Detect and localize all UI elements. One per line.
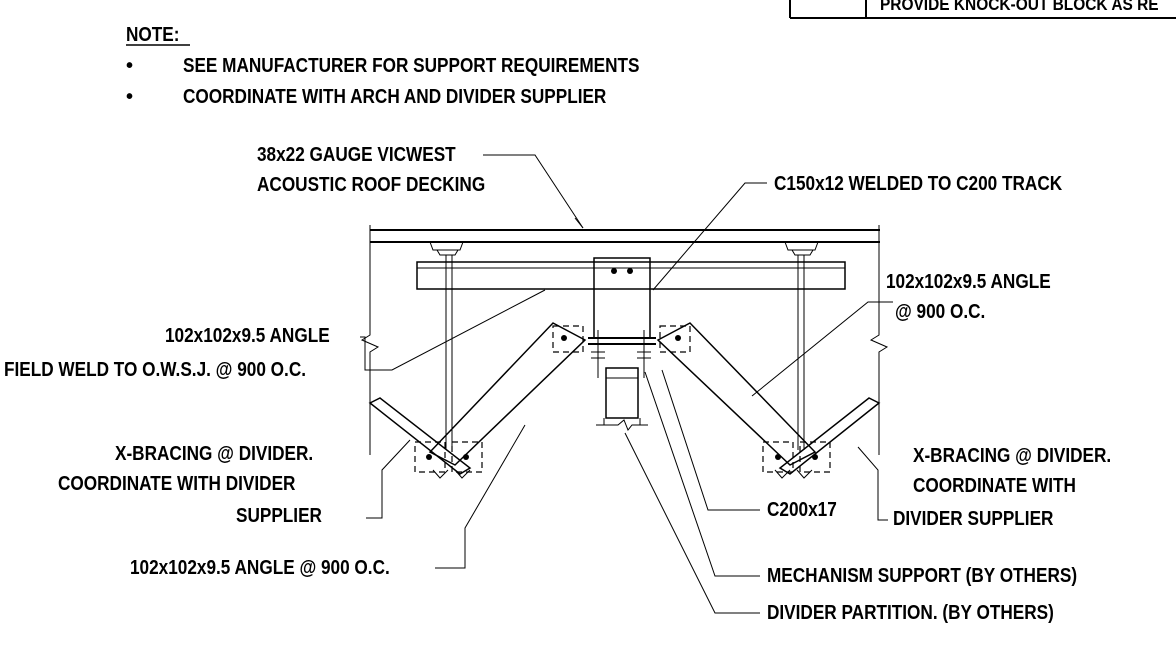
callout-partition: DIVIDER PARTITION. (BY OTHERS) [767, 601, 1054, 624]
bolt [611, 268, 617, 274]
leader-lines [360, 154, 893, 614]
deck-clips [429, 241, 819, 256]
callouts: 38x22 GAUGE VICWEST ACOUSTIC ROOF DECKIN… [4, 143, 1111, 624]
note-heading: NOTE: [126, 23, 179, 46]
title-block: PROVIDE KNOCK-OUT BLOCK AS RE [789, 0, 1176, 19]
callout-decking-2: ACOUSTIC ROOF DECKING [257, 173, 485, 196]
callout-decking-1: 38x22 GAUGE VICWEST [257, 143, 456, 166]
callout-c200: C200x17 [767, 498, 837, 521]
title-block-text: PROVIDE KNOCK-OUT BLOCK AS RE [880, 0, 1159, 14]
callout-channel-track: C150x12 WELDED TO C200 TRACK [774, 172, 1063, 195]
callout-xbrace-left-3: SUPPLIER [236, 504, 322, 527]
c150-channel [416, 261, 846, 290]
center-connection [588, 257, 656, 431]
left-bracing [368, 322, 587, 479]
bolt [627, 268, 633, 274]
callout-angle-right-2: @ 900 O.C. [895, 300, 985, 323]
note-item-1: SEE MANUFACTURER FOR SUPPORT REQUIREMENT… [183, 54, 639, 77]
callout-xbrace-right-2: COORDINATE WITH [913, 474, 1076, 497]
callout-angle-left-1: 102x102x9.5 ANGLE [165, 324, 330, 347]
callout-angle-bottom: 102x102x9.5 ANGLE @ 900 O.C. [130, 556, 390, 579]
notes: NOTE: • SEE MANUFACTURER FOR SUPPORT REQ… [126, 23, 639, 108]
note-item-2: COORDINATE WITH ARCH AND DIVIDER SUPPLIE… [183, 85, 607, 108]
note-bullet-1: • [126, 55, 133, 77]
callout-xbrace-right-1: X-BRACING @ DIVIDER. [913, 444, 1111, 467]
callout-xbrace-right-3: DIVIDER SUPPLIER [893, 507, 1054, 530]
note-bullet-2: • [126, 86, 133, 108]
right-bracing [656, 322, 881, 479]
callout-mechanism: MECHANISM SUPPORT (BY OTHERS) [767, 564, 1077, 587]
callout-xbrace-left-2: COORDINATE WITH DIVIDER [58, 472, 296, 495]
hanger-rods [445, 255, 805, 450]
roof-deck [360, 225, 889, 455]
callout-xbrace-left-1: X-BRACING @ DIVIDER. [115, 442, 313, 465]
callout-angle-right-1: 102x102x9.5 ANGLE [886, 270, 1051, 293]
callout-angle-left-2: FIELD WELD TO O.W.S.J. @ 900 O.C. [4, 358, 306, 381]
